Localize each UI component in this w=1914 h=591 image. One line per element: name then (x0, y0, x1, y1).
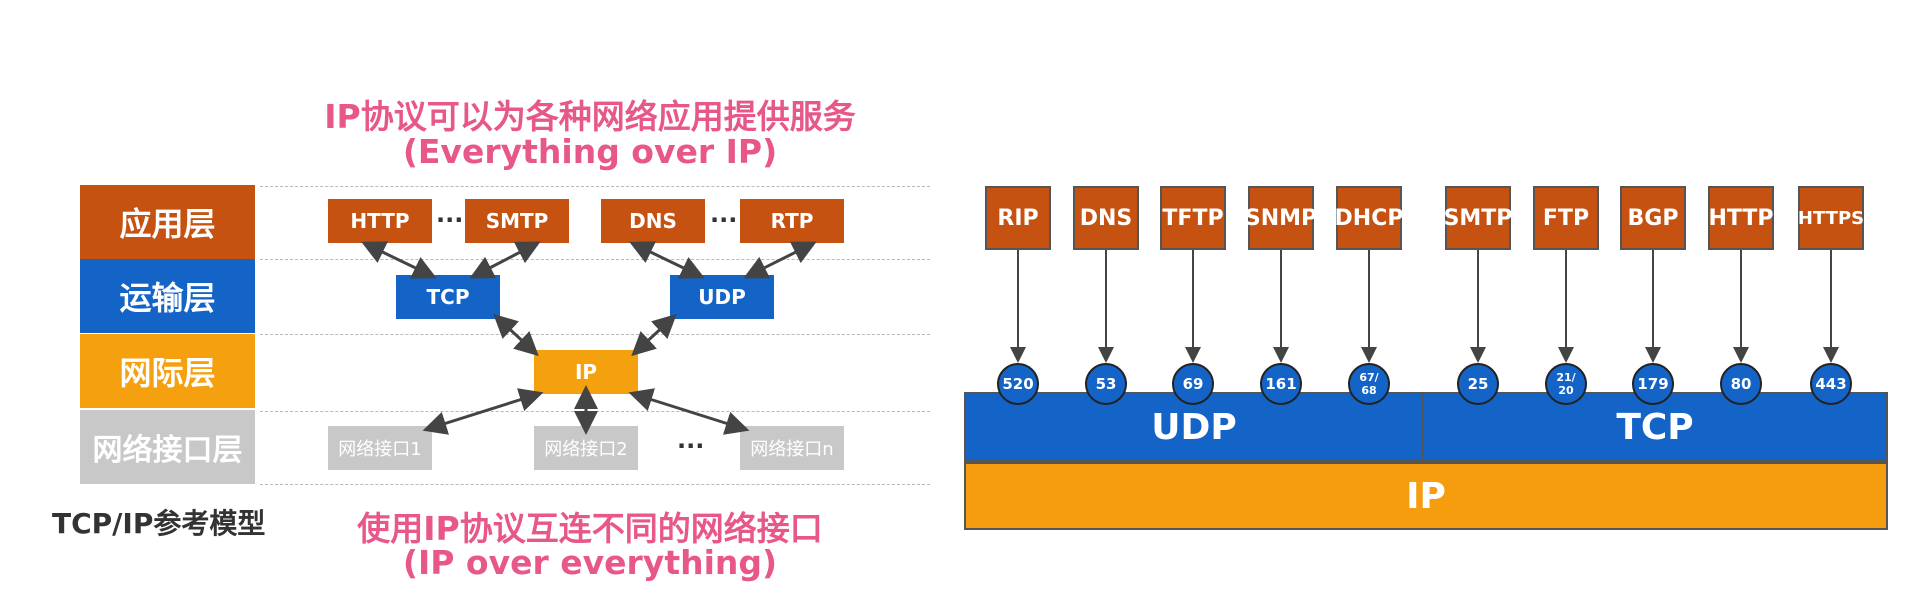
proto-rtp: RTP (740, 199, 844, 243)
arrow-ip-ifn (628, 388, 750, 435)
ellipsis: ··· (677, 432, 705, 460)
arrow-smtp-tcp (469, 241, 541, 279)
app-snmp: SNMP (1245, 186, 1317, 250)
port-badge: 179 (1632, 363, 1674, 405)
proto-dns: DNS (601, 199, 705, 243)
ip-band: IP (964, 462, 1888, 530)
layer-interface: 网络接口层 (80, 410, 255, 484)
port-badge: 520 (997, 363, 1039, 405)
app-ftp: FTP (1533, 186, 1599, 250)
proto-tcp: TCP (396, 275, 500, 319)
separator-line (260, 484, 930, 485)
port-badge: 21/20 (1545, 363, 1587, 405)
app-dns: DNS (1073, 186, 1139, 250)
app-tftp: TFTP (1160, 186, 1226, 250)
arrow-udp-ip (631, 313, 677, 357)
layer-application: 应用层 (80, 185, 255, 259)
port-badge: 53 (1085, 363, 1127, 405)
port-badge: 67/68 (1348, 363, 1390, 405)
separator-line (260, 334, 930, 335)
port-badge: 161 (1260, 363, 1302, 405)
separator-line (260, 186, 930, 187)
proto-udp: UDP (670, 275, 774, 319)
port-badge: 69 (1172, 363, 1214, 405)
layer-transport: 运输层 (80, 259, 255, 333)
bottom-caption-line2: (IP over everything) (402, 543, 778, 582)
port-badge: 443 (1810, 363, 1852, 405)
top-caption-line1: IP协议可以为各种网络应用提供服务 (324, 97, 856, 136)
app-smtp: SMTP (1444, 186, 1512, 250)
app-rip: RIP (985, 186, 1051, 250)
port-badge: 80 (1720, 363, 1762, 405)
bottom-caption-line1: 使用IP协议互连不同的网络接口 (357, 509, 823, 548)
app-http: HTTP (1708, 186, 1774, 250)
app-dhcp: DHCP (1335, 186, 1403, 250)
ip-label: IP (1406, 475, 1446, 517)
top-caption-line2: (Everything over IP) (402, 132, 778, 171)
arrow-rtp-udp (743, 241, 817, 279)
tcp-label: TCP (1616, 406, 1694, 448)
app-https: HTTPS (1798, 186, 1864, 250)
interface-1: 网络接口1 (328, 426, 432, 470)
ellipsis: ··· (710, 206, 738, 234)
model-label: TCP/IP参考模型 (52, 507, 266, 540)
ellipsis: ··· (436, 206, 464, 234)
arrow-tcp-ip (493, 313, 539, 357)
port-badge: 25 (1457, 363, 1499, 405)
app-bgp: BGP (1620, 186, 1686, 250)
separator-line (260, 259, 930, 260)
arrow-ip-if1 (422, 388, 544, 435)
arrow-dns-udp (629, 241, 705, 279)
layer-network: 网际层 (80, 334, 255, 408)
proto-smtp: SMTP (465, 199, 569, 243)
proto-http: HTTP (328, 199, 432, 243)
arrow-http-tcp (361, 241, 437, 279)
interface-n: 网络接口n (740, 426, 844, 470)
udp-label: UDP (1151, 406, 1237, 448)
